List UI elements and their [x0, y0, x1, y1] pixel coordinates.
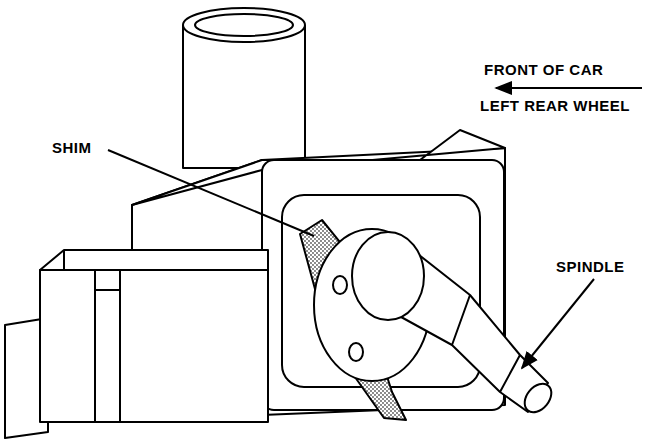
bolt-hole [333, 276, 347, 294]
part-label: FRONT OF CAR [484, 61, 603, 79]
bracket-plate [262, 160, 504, 410]
leader-line [522, 279, 594, 368]
channel-front [40, 270, 268, 422]
part-label: SHIM [52, 139, 92, 157]
tube-bore [195, 14, 293, 36]
channel-top [40, 250, 268, 270]
spindle-boss [352, 232, 424, 320]
spindle-end [519, 379, 556, 418]
part-label: SPINDLE [556, 258, 625, 276]
hub-flange [314, 229, 430, 381]
spindle-steps [452, 295, 520, 392]
leader-line [108, 150, 314, 236]
tube-top [183, 8, 305, 42]
direction-arrow [496, 87, 642, 89]
bolt-hole [349, 343, 363, 361]
shock-tube [183, 25, 305, 168]
part-label: LEFT REAR WHEEL [480, 97, 630, 115]
channel-edges [64, 250, 120, 422]
